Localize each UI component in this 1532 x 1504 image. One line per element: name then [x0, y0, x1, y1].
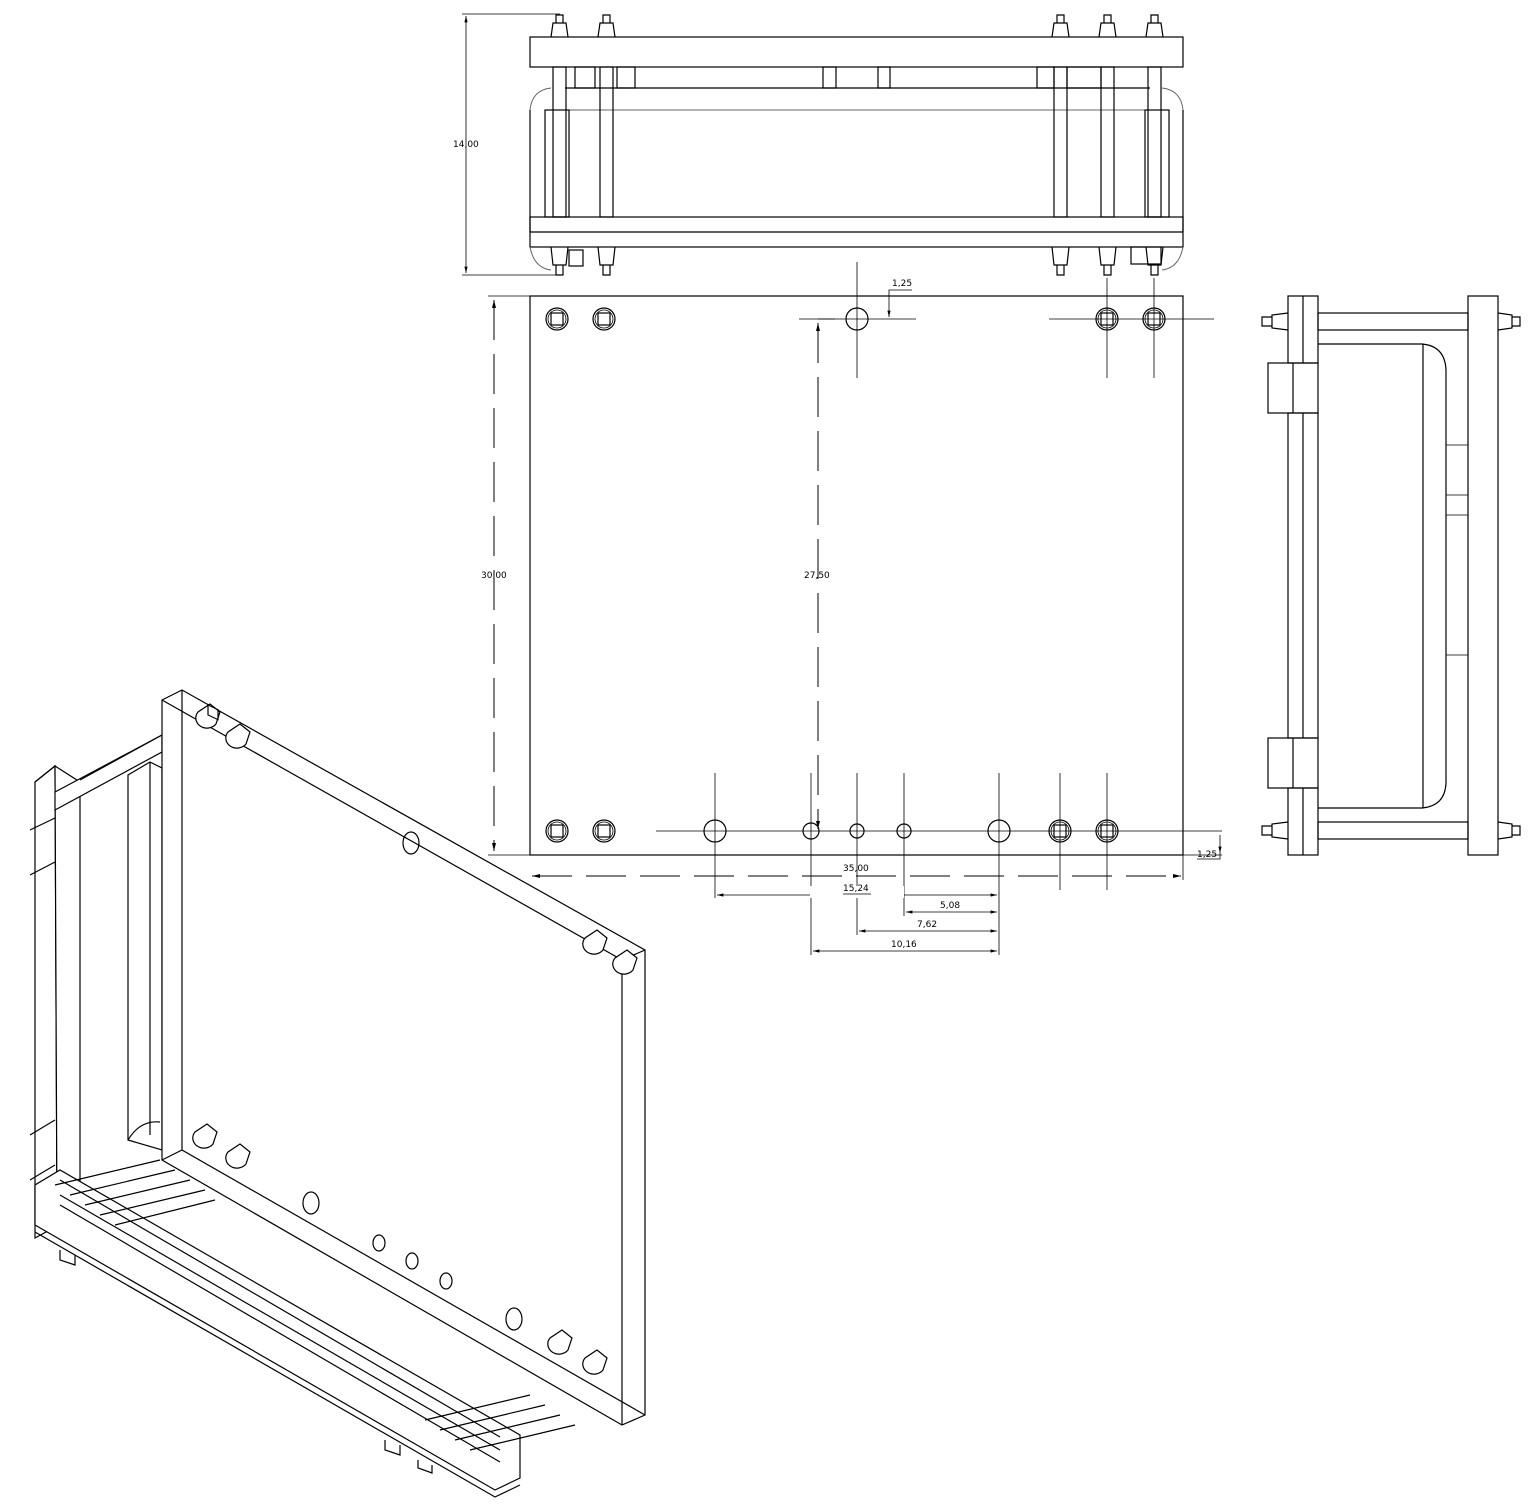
- dim-hole-offset-bottom: 1,25: [1197, 850, 1217, 860]
- bolt-head-icon: [192, 703, 638, 1375]
- dim-span-10: 10,16: [891, 940, 917, 950]
- isometric-view: [29, 689, 646, 1498]
- dim-span-7: 7,62: [917, 920, 937, 930]
- dim-width-total: 35,00: [843, 864, 869, 874]
- top-view: 14,00: [453, 13, 1184, 276]
- dim-span-5: 5,08: [940, 901, 960, 911]
- side-view: [1261, 295, 1521, 856]
- dim-height-top: 14,00: [453, 140, 479, 150]
- dim-span-15: 15,24: [843, 884, 869, 894]
- square-hole-icon: [545, 307, 1166, 843]
- dim-height-inner: 27,50: [804, 571, 830, 581]
- dim-hole-offset-top: 1,25: [892, 279, 912, 289]
- dim-height-total: 30,00: [481, 571, 507, 581]
- front-view: 30,00 27,50 35,00 15,24 5,08 7,62 10,16 …: [481, 262, 1222, 955]
